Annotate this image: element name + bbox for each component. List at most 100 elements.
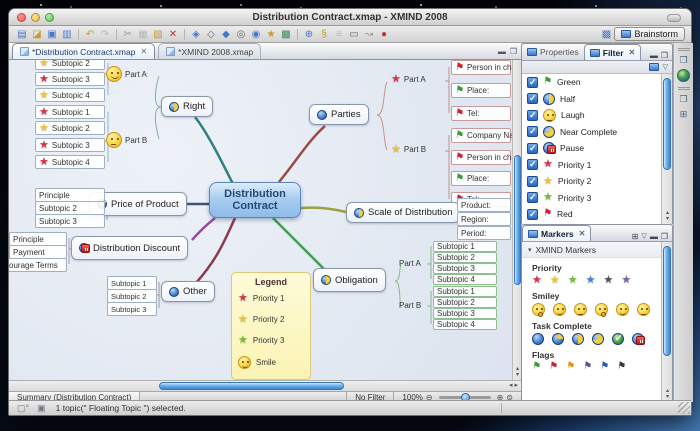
checkbox-checked[interactable]: [527, 126, 538, 138]
star-yellow-icon[interactable]: [550, 275, 560, 286]
summary-sheet-tab[interactable]: Summary (Distribution Contract): [9, 392, 141, 402]
subtopic-row[interactable]: Subtopic 2: [35, 201, 105, 215]
topic-part-a[interactable]: Part A: [391, 74, 426, 85]
scroll-arrows[interactable]: ▴▾: [515, 366, 519, 378]
subtopic-row[interactable]: Subtopic 2: [35, 60, 105, 70]
subtopic-row[interactable]: Subtopic 2: [35, 121, 105, 135]
subtopic-row[interactable]: Subtopic 1: [433, 286, 497, 297]
subtopic-row[interactable]: Subtopic 3: [433, 308, 497, 319]
star-blue-icon[interactable]: [586, 275, 596, 286]
title-bar[interactable]: Distribution Contract.xmap - XMIND 2008: [9, 9, 691, 26]
redo-icon[interactable]: [98, 27, 112, 42]
tab-distribution-contract[interactable]: *Distribution Contract.xmap ✕: [12, 43, 156, 59]
subtopic-row[interactable]: Period:: [457, 226, 511, 240]
flag-black-icon[interactable]: [616, 361, 626, 372]
window-resize-grip[interactable]: [678, 402, 690, 414]
filter-item-priority-1[interactable]: Priority 1: [522, 157, 672, 174]
subtopic-row[interactable]: Subtopic 4: [35, 155, 105, 169]
topic-part-b[interactable]: Part B: [391, 144, 426, 155]
attachment-icon[interactable]: [317, 27, 331, 42]
subtopic-row[interactable]: Subtopic 3: [107, 302, 157, 316]
cut-icon[interactable]: [121, 27, 135, 42]
outline-view-icon[interactable]: ❐: [679, 94, 688, 104]
flag-purple-icon[interactable]: [582, 361, 592, 372]
checkbox-checked[interactable]: [527, 76, 538, 88]
restore-view-icon[interactable]: ❐: [679, 55, 688, 65]
subtopic-row[interactable]: Subtopic 3: [35, 72, 105, 86]
filter-item-pause[interactable]: Pause: [522, 140, 672, 157]
map-thumbnail-icon[interactable]: ▣: [37, 402, 46, 413]
subtopic-row[interactable]: Subtopic 4: [433, 274, 497, 285]
topic-part-a[interactable]: Part A: [106, 66, 147, 82]
central-topic[interactable]: Distribution Contract: [209, 182, 301, 218]
smiley-smile-icon[interactable]: [616, 303, 629, 316]
smiley-boring-icon[interactable]: [637, 303, 650, 316]
subtopic-row[interactable]: Region:: [457, 212, 511, 226]
topic-right[interactable]: Right: [161, 96, 214, 117]
checkbox-checked[interactable]: [527, 109, 538, 121]
topic-part-b[interactable]: Part B: [399, 301, 422, 310]
task-quarter-icon[interactable]: [552, 333, 564, 345]
subtopic-row[interactable]: Person in charge: [451, 60, 512, 75]
subtopic-row[interactable]: Place:: [451, 171, 511, 186]
maximize-panel-icon[interactable]: ❒: [660, 232, 668, 241]
drag-handle[interactable]: [677, 87, 690, 90]
audio-notes-icon[interactable]: [377, 27, 391, 42]
maximize-panel-icon[interactable]: ❒: [660, 51, 668, 60]
close-window-button[interactable]: [17, 12, 26, 22]
star-red-icon[interactable]: [532, 275, 542, 286]
copy-icon[interactable]: [136, 27, 150, 42]
tab-properties[interactable]: Properties: [522, 44, 584, 60]
subtopic-row[interactable]: Company Name: [451, 128, 512, 143]
insert-floating-topic-icon[interactable]: [249, 27, 263, 42]
flag-green-icon[interactable]: [531, 361, 541, 372]
hyperlink-icon[interactable]: [302, 27, 316, 42]
filter-item-priority-2[interactable]: Priority 2: [522, 173, 672, 190]
filter-item-red[interactable]: Red: [522, 206, 672, 223]
toolbar-toggle-widget[interactable]: [667, 14, 681, 22]
subtopic-row[interactable]: Subtopic 3: [35, 138, 105, 152]
paste-icon[interactable]: [151, 27, 165, 42]
subtopic-row[interactable]: Product:: [457, 198, 511, 212]
subtopic-row[interactable]: Person in charge: [451, 150, 512, 165]
insert-parent-topic-icon[interactable]: [234, 27, 248, 42]
smiley-laugh-icon[interactable]: [553, 303, 566, 316]
topic-distribution-discount[interactable]: Distribution Discount: [71, 236, 189, 260]
filter-item-priority-3[interactable]: Priority 3: [522, 190, 672, 207]
scroll-arrows[interactable]: ▴▾: [665, 210, 669, 222]
subtopic-row[interactable]: Payment: [9, 245, 67, 259]
close-tab-icon[interactable]: ✕: [578, 229, 586, 238]
flag-blue-icon[interactable]: [599, 361, 609, 372]
mind-map-canvas[interactable]: Distribution Contract Right Part A Part …: [9, 60, 512, 380]
subtopic-row[interactable]: Subtopic 4: [35, 88, 105, 102]
open-icon[interactable]: [30, 27, 44, 42]
sync-markers-icon[interactable]: [648, 63, 659, 71]
checkbox-checked[interactable]: [527, 93, 538, 105]
panel-menu-icon[interactable]: ▽: [641, 233, 647, 240]
xmind-markers-group[interactable]: ▾ XMIND Markers: [522, 242, 672, 258]
tab-xmind-2008[interactable]: *XMIND 2008.xmap: [158, 43, 262, 59]
panel-toolbar-icon[interactable]: ⊞: [631, 232, 639, 241]
filter-item-half[interactable]: Half: [522, 91, 672, 108]
canvas-horizontal-scrollbar[interactable]: ◂ ▸: [9, 380, 521, 391]
checkbox-checked[interactable]: [527, 192, 538, 204]
scroll-arrows[interactable]: ▴▾: [665, 388, 669, 400]
subtopic-row[interactable]: Subtopic 4: [433, 319, 497, 330]
topic-obligation[interactable]: Obligation: [313, 268, 386, 292]
minimize-editor-icon[interactable]: ▬: [497, 46, 506, 56]
markers-scrollbar[interactable]: ▴▾: [661, 242, 672, 402]
scrollbar-thumb[interactable]: [159, 382, 344, 390]
checkbox-checked[interactable]: [527, 159, 538, 171]
subtopic-row[interactable]: Subtopic 3: [35, 214, 105, 228]
topic-part-b[interactable]: Part B: [106, 132, 147, 148]
maximize-editor-icon[interactable]: ❒: [509, 46, 517, 56]
filter-item-near-complete[interactable]: Near Complete: [522, 124, 672, 141]
zoom-level[interactable]: 100%: [402, 392, 423, 402]
canvas-vertical-scrollbar[interactable]: ▴▾: [512, 60, 521, 380]
subtopic-row[interactable]: Subtopic 2: [433, 297, 497, 308]
scrollbar-thumb[interactable]: [663, 78, 671, 170]
flag-orange-icon[interactable]: [565, 361, 575, 372]
overview-icon[interactable]: ⊞: [679, 109, 688, 119]
minimize-panel-icon[interactable]: ▬: [649, 232, 658, 241]
zoom-fit-icon[interactable]: ⊜: [506, 392, 513, 402]
